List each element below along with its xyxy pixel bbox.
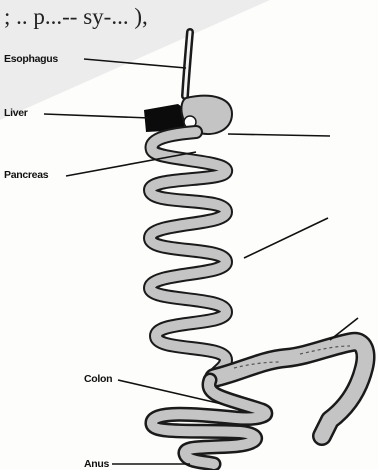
label-liver: Liver — [4, 107, 28, 119]
label-anus: Anus — [84, 458, 110, 470]
label-colon: Colon — [84, 373, 112, 385]
label-pancreas: Pancreas — [4, 169, 49, 181]
header-fragment: ; .. p...-- sy-... ), — [4, 4, 148, 29]
label-esophagus: Esophagus — [4, 53, 58, 65]
